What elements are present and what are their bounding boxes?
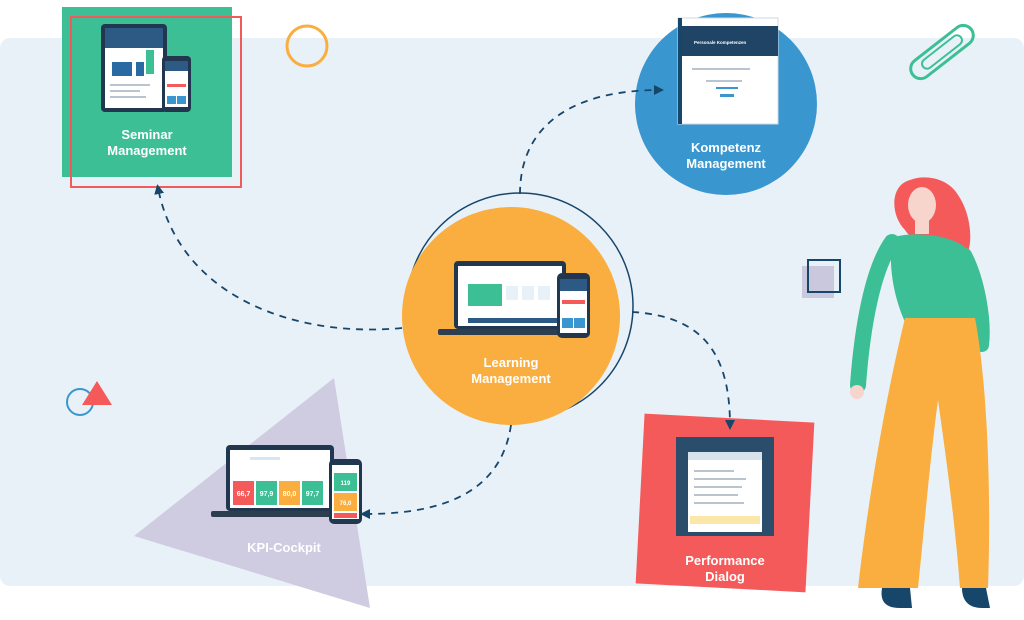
- connector-to-kpi: [360, 424, 512, 519]
- kompetenz-screen-heading: Personale Kompetenzen: [694, 40, 747, 45]
- kompetenz-screen: Personale Kompetenzen: [677, 17, 779, 125]
- learning-phone: [557, 273, 590, 338]
- square-outline-icon: [802, 259, 841, 298]
- person-illustration: [850, 177, 990, 608]
- kpi-laptop: 66,7 97,9 80,0 97,7: [211, 445, 348, 517]
- kpi-label: KPI-Cockpit: [247, 540, 321, 555]
- triangle-icon: [66, 381, 112, 416]
- seminar-tablet: [101, 24, 167, 112]
- connector-to-kompetenz: [519, 85, 664, 195]
- kpi-phone-tile-2: 76,0: [340, 501, 352, 507]
- kpi-tile-1: 66,7: [237, 491, 251, 498]
- learning-laptop: [438, 261, 580, 335]
- connector-to-performance: [631, 311, 735, 430]
- kpi-phone: 119 76,0: [329, 459, 362, 524]
- seminar-phone: [162, 56, 191, 112]
- kpi-tile-3: 80,0: [283, 491, 297, 498]
- seminar-label-line1: Seminar: [121, 127, 172, 142]
- learning-label-line2: Management: [471, 371, 551, 386]
- connector-to-seminar: [154, 184, 403, 331]
- performance-screen: [676, 437, 774, 536]
- paperclip-icon: [909, 23, 975, 81]
- kpi-tile-4: 97,7: [306, 491, 320, 498]
- kpi-tile-2: 97,9: [260, 491, 274, 498]
- performance-label-line1: Performance: [685, 553, 764, 568]
- learning-label-line1: Learning: [484, 355, 539, 370]
- kompetenz-label-line2: Management: [686, 156, 766, 171]
- kompetenz-label-line1: Kompetenz: [691, 140, 762, 155]
- circle-outline-icon: [285, 24, 329, 68]
- seminar-label-line2: Management: [107, 143, 187, 158]
- performance-label-line2: Dialog: [705, 569, 745, 584]
- kpi-phone-tile-1: 119: [341, 481, 351, 487]
